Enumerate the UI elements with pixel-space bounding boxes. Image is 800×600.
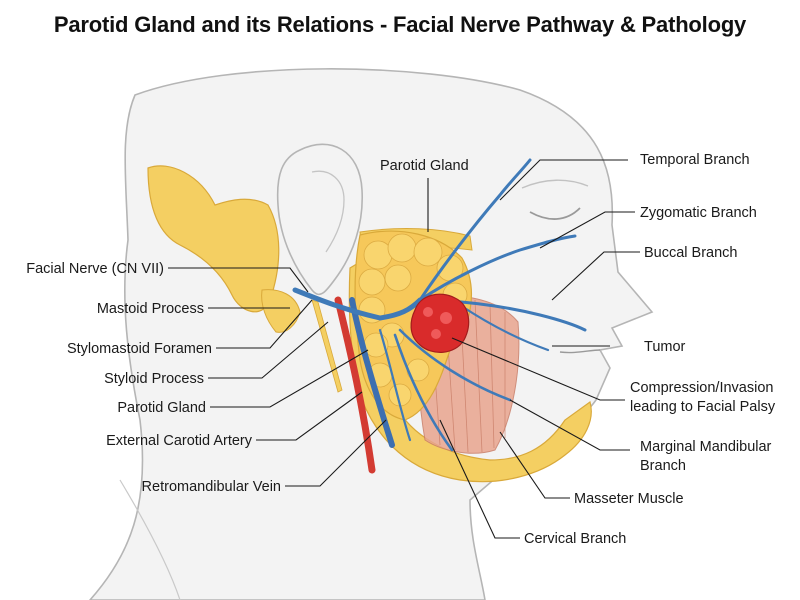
label-masseter-muscle: Masseter Muscle	[574, 491, 684, 507]
external-carotid-artery	[334, 296, 376, 474]
ear-inner	[311, 170, 345, 253]
eyebrow	[521, 179, 589, 189]
diagram-title: Parotid Gland and its Relations - Facial…	[53, 12, 747, 37]
label-parotid-gland-top: Parotid Gland	[380, 158, 469, 174]
eye	[529, 207, 581, 220]
label-marginal-line1: Marginal Mandibular	[640, 439, 772, 455]
label-buccal-branch: Buccal Branch	[644, 245, 738, 261]
label-stylomastoid-foramen: Stylomastoid Foramen	[67, 341, 212, 357]
ear	[276, 143, 363, 296]
label-cervical-branch: Cervical Branch	[524, 531, 626, 547]
label-facial-nerve: Facial Nerve (CN VII)	[26, 261, 164, 277]
label-parotid-gland-left: Parotid Gland	[117, 400, 206, 416]
label-zygomatic-branch: Zygomatic Branch	[640, 205, 757, 221]
mouth	[559, 349, 601, 354]
label-temporal-branch: Temporal Branch	[640, 152, 750, 168]
label-styloid-process: Styloid Process	[104, 371, 204, 387]
tumor-texture	[423, 307, 452, 339]
retromandibular-vein	[349, 297, 395, 448]
label-tumor: Tumor	[644, 339, 686, 355]
label-compression-line1: Compression/Invasion	[630, 380, 773, 396]
label-marginal-line2: Branch	[640, 458, 686, 474]
label-compression-line2: leading to Facial Palsy	[630, 399, 776, 415]
label-mastoid-process: Mastoid Process	[97, 301, 204, 317]
label-retromandibular-vein: Retromandibular Vein	[142, 479, 281, 495]
mastoid-process	[261, 289, 301, 333]
tumor	[410, 293, 470, 353]
leader-lines	[168, 159, 640, 539]
neck-outline	[119, 479, 181, 600]
label-external-carotid-artery: External Carotid Artery	[106, 433, 253, 449]
